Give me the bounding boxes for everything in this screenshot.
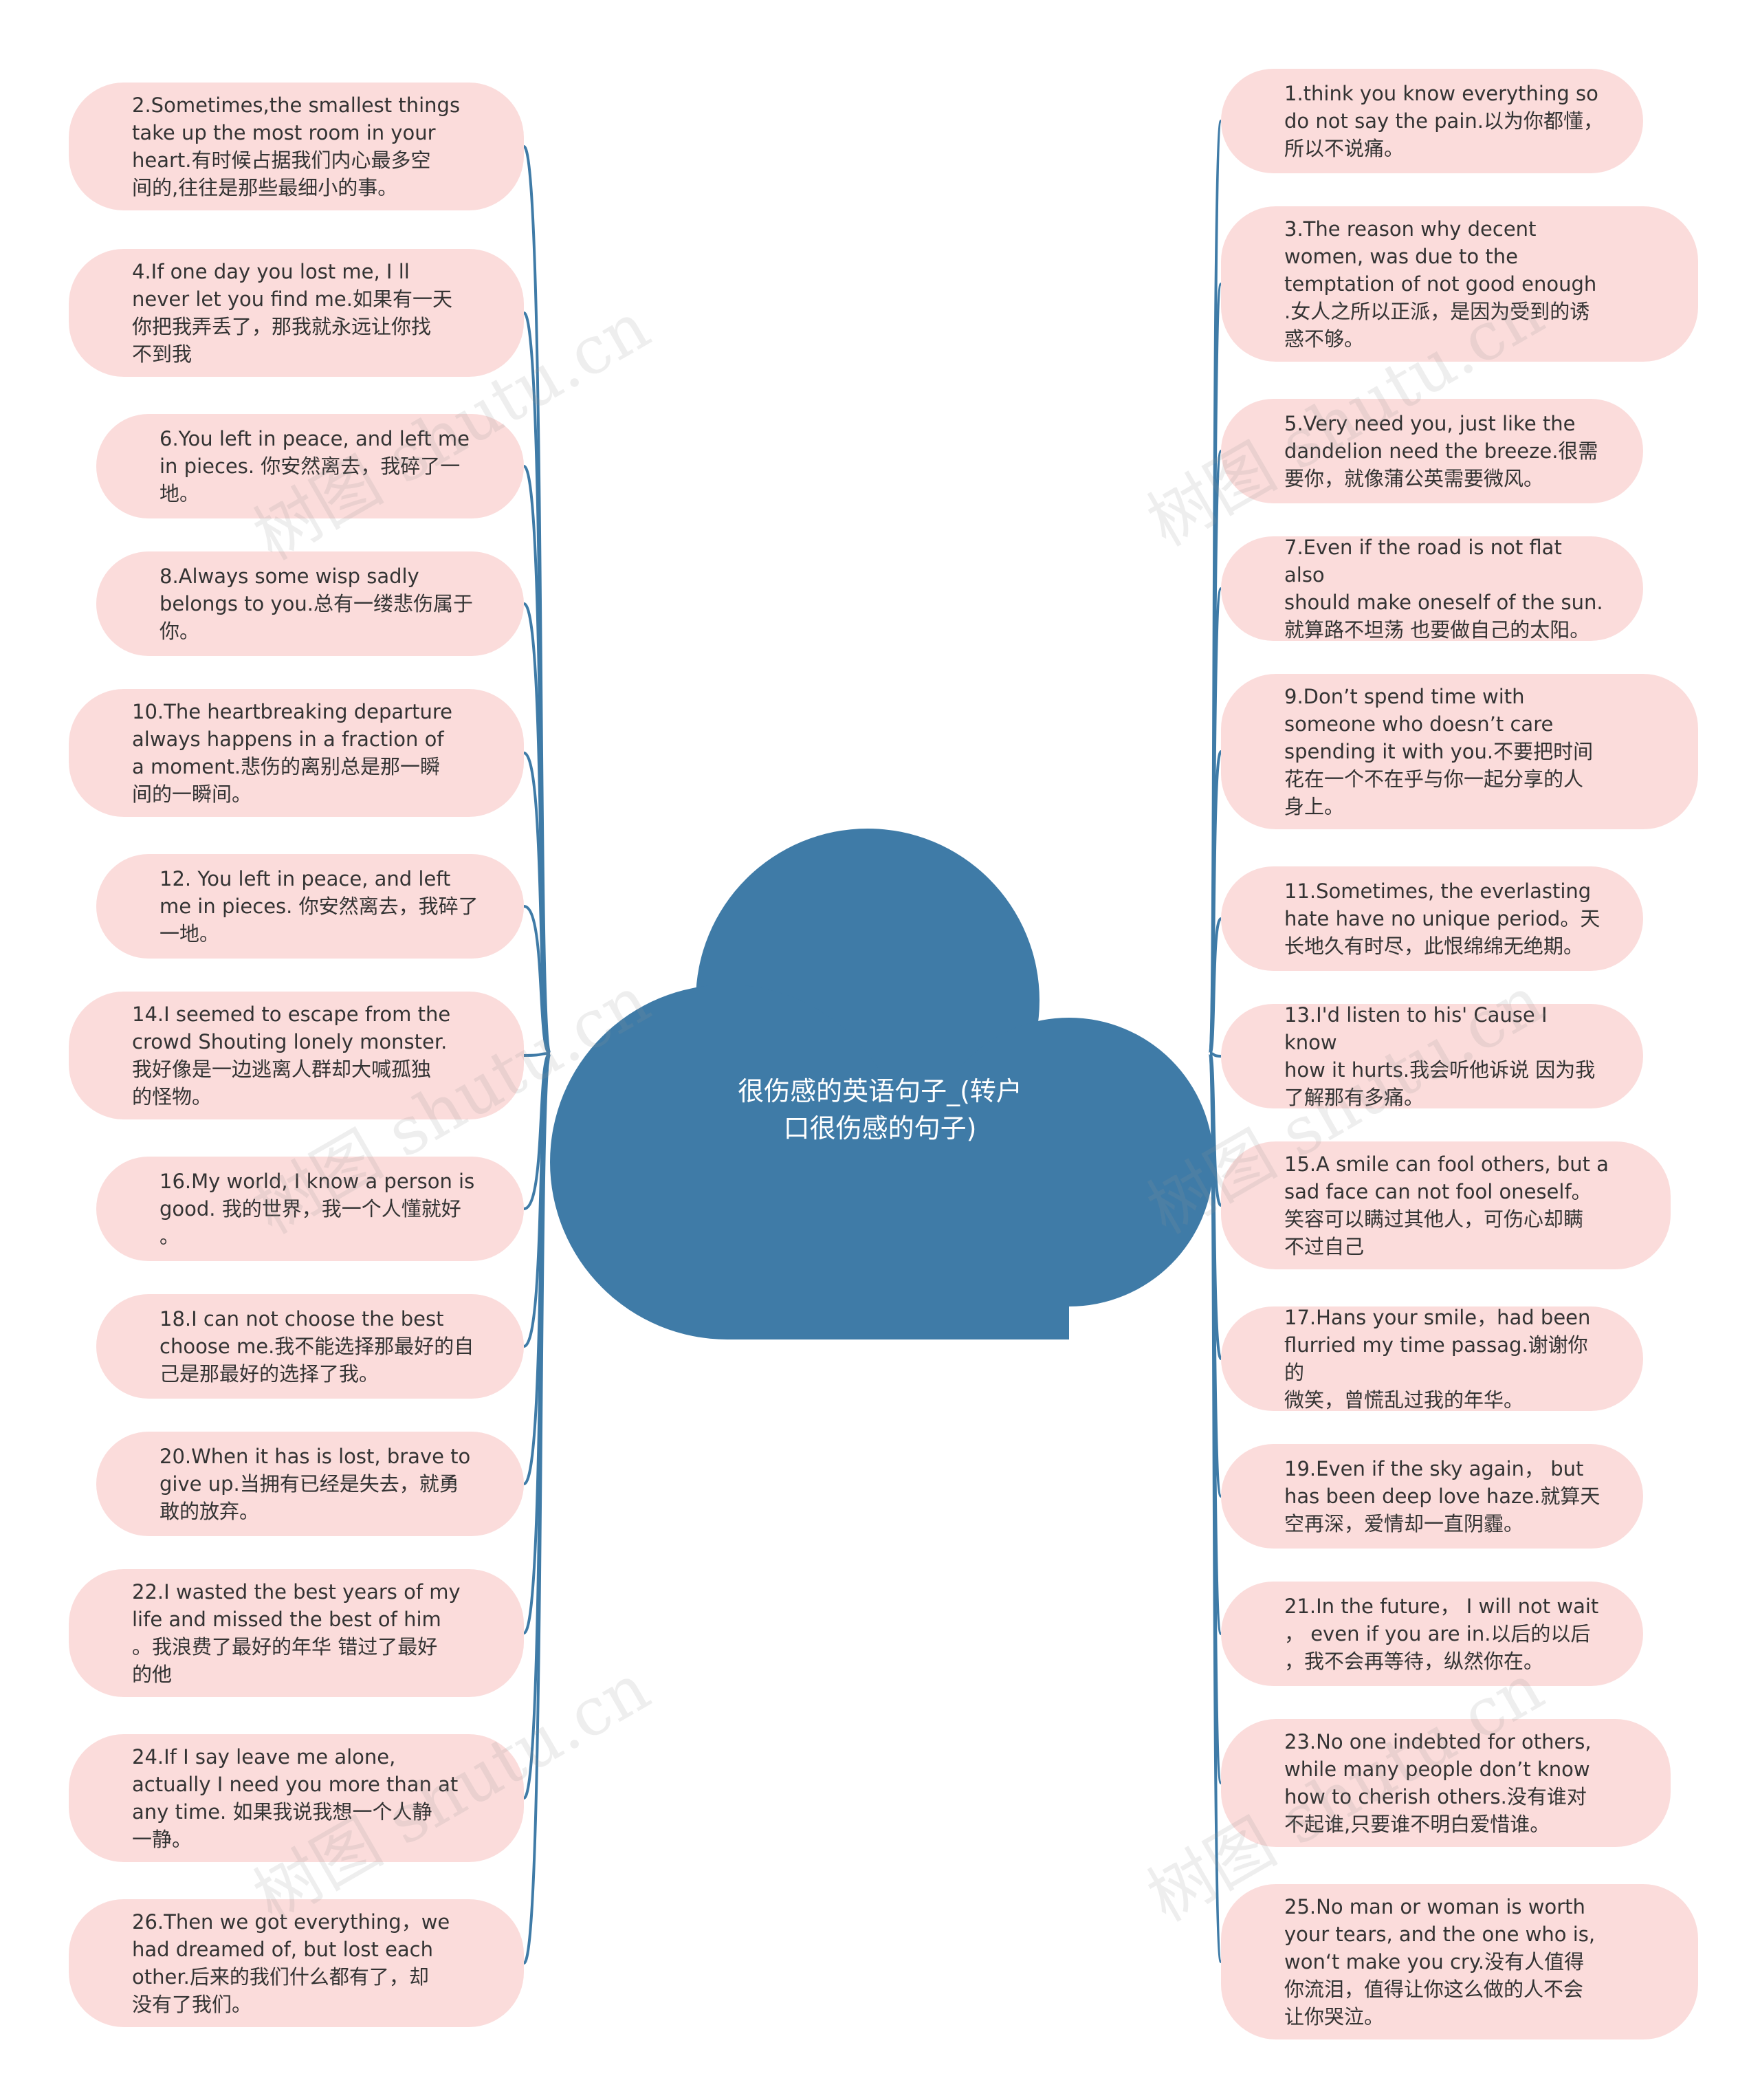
left-node-text: 20.When it has is lost, brave to give up…: [160, 1445, 471, 1523]
left-node-text: 18.I can not choose the best choose me.我…: [160, 1307, 474, 1386]
left-node-7[interactable]: 14.I seemed to escape from the crowd Sho…: [69, 992, 524, 1119]
connector-left-13: [522, 1052, 551, 1965]
left-node-text: 12. You left in peace, and left me in pi…: [160, 867, 478, 945]
right-node-8[interactable]: 15.A smile can fool others, but a sad fa…: [1221, 1141, 1671, 1269]
connector-left-7: [523, 1052, 551, 1057]
left-node-text: 4.If one day you lost me, I ll never let…: [132, 260, 452, 366]
connector-left-3: [522, 465, 551, 1055]
right-node-7[interactable]: 13.I'd listen to his' Cause I know how i…: [1221, 1003, 1643, 1109]
root-cloud[interactable]: [550, 829, 1213, 1339]
left-node-text: 26.Then we got everything，we had dreamed…: [132, 1910, 450, 2016]
left-node-text: 16.My world, I know a person is good. 我的…: [160, 1170, 475, 1248]
right-node-text: 21.In the future， I will not wait ， even…: [1284, 1595, 1599, 1673]
right-node-text: 23.No one indebted for others, while man…: [1284, 1730, 1592, 1836]
right-node-text: 9.Don’t spend time with someone who does…: [1284, 685, 1594, 818]
connector-right-6: [1209, 917, 1222, 1055]
left-node-12[interactable]: 24.If I say leave me alone, actually I n…: [69, 1734, 524, 1862]
right-node-6[interactable]: 11.Sometimes, the everlasting hate have …: [1221, 866, 1643, 971]
left-node-3[interactable]: 6.You left in peace, and left me in piec…: [96, 414, 524, 518]
right-node-12[interactable]: 23.No one indebted for others, while man…: [1221, 1719, 1671, 1847]
left-node-text: 24.If I say leave me alone, actually I n…: [132, 1745, 459, 1851]
connector-left-6: [523, 905, 551, 1055]
right-node-text: 7.Even if the road is not flat also shou…: [1284, 536, 1603, 642]
left-node-1[interactable]: 2.Sometimes,the smallest things take up …: [69, 83, 524, 210]
left-node-6[interactable]: 12. You left in peace, and left me in pi…: [96, 854, 524, 959]
connector-right-13: [1209, 1052, 1222, 1963]
left-node-4[interactable]: 8.Always some wisp sadly belongs to you.…: [96, 551, 524, 656]
right-node-3[interactable]: 5.Very need you, just like the dandelion…: [1221, 399, 1643, 503]
right-node-text: 5.Very need you, just like the dandelion…: [1284, 412, 1598, 490]
left-node-text: 8.Always some wisp sadly belongs to you.…: [160, 565, 473, 643]
left-node-2[interactable]: 4.If one day you lost me, I ll never let…: [69, 249, 524, 377]
right-node-text: 17.Hans your smile，had been flurried my …: [1284, 1306, 1591, 1412]
left-node-text: 6.You left in peace, and left me in piec…: [160, 427, 470, 505]
right-node-text: 3.The reason why decent women, was due t…: [1284, 217, 1597, 351]
connector-lines: [522, 120, 1222, 1965]
right-node-text: 15.A smile can fool others, but a sad fa…: [1284, 1152, 1609, 1258]
right-node-2[interactable]: 3.The reason why decent women, was due t…: [1221, 206, 1698, 362]
right-node-9[interactable]: 17.Hans your smile，had been flurried my …: [1221, 1306, 1643, 1412]
left-node-text: 14.I seemed to escape from the crowd Sho…: [132, 1003, 451, 1108]
right-node-text: 11.Sometimes, the everlasting hate have …: [1284, 879, 1600, 958]
root-topic[interactable]: 很伤感的英语句子_(转户 口很伤感的句子): [738, 1076, 1022, 1144]
right-node-text: 13.I'd listen to his' Cause I know how i…: [1284, 1003, 1596, 1109]
left-node-9[interactable]: 18.I can not choose the best choose me.我…: [96, 1294, 524, 1399]
right-node-text: 25.No man or woman is worth your tears, …: [1284, 1895, 1596, 2028]
right-node-4[interactable]: 7.Even if the road is not flat also shou…: [1221, 536, 1643, 642]
right-node-13[interactable]: 25.No man or woman is worth your tears, …: [1221, 1884, 1698, 2039]
left-node-text: 2.Sometimes,the smallest things take up …: [132, 94, 461, 199]
left-node-text: 22.I wasted the best years of my life an…: [132, 1580, 461, 1686]
left-node-11[interactable]: 22.I wasted the best years of my life an…: [69, 1569, 524, 1697]
connector-left-5: [523, 752, 551, 1055]
left-node-8[interactable]: 16.My world, I know a person is good. 我的…: [96, 1157, 524, 1261]
right-node-5[interactable]: 9.Don’t spend time with someone who does…: [1221, 674, 1698, 829]
right-node-text: 19.Even if the sky again， but has been d…: [1284, 1457, 1600, 1535]
left-node-5[interactable]: 10.The heartbreaking departure always ha…: [69, 689, 524, 817]
left-node-text: 10.The heartbreaking departure always ha…: [132, 700, 452, 806]
right-node-11[interactable]: 21.In the future， I will not wait ， even…: [1221, 1582, 1643, 1686]
right-node-10[interactable]: 19.Even if the sky again， but has been d…: [1221, 1444, 1643, 1549]
left-node-10[interactable]: 20.When it has is lost, brave to give up…: [96, 1432, 524, 1536]
right-node-text: 1.think you know everything so do not sa…: [1284, 82, 1603, 160]
left-node-13[interactable]: 26.Then we got everything，we had dreamed…: [69, 1899, 524, 2027]
right-node-1[interactable]: 1.think you know everything so do not sa…: [1221, 69, 1643, 173]
